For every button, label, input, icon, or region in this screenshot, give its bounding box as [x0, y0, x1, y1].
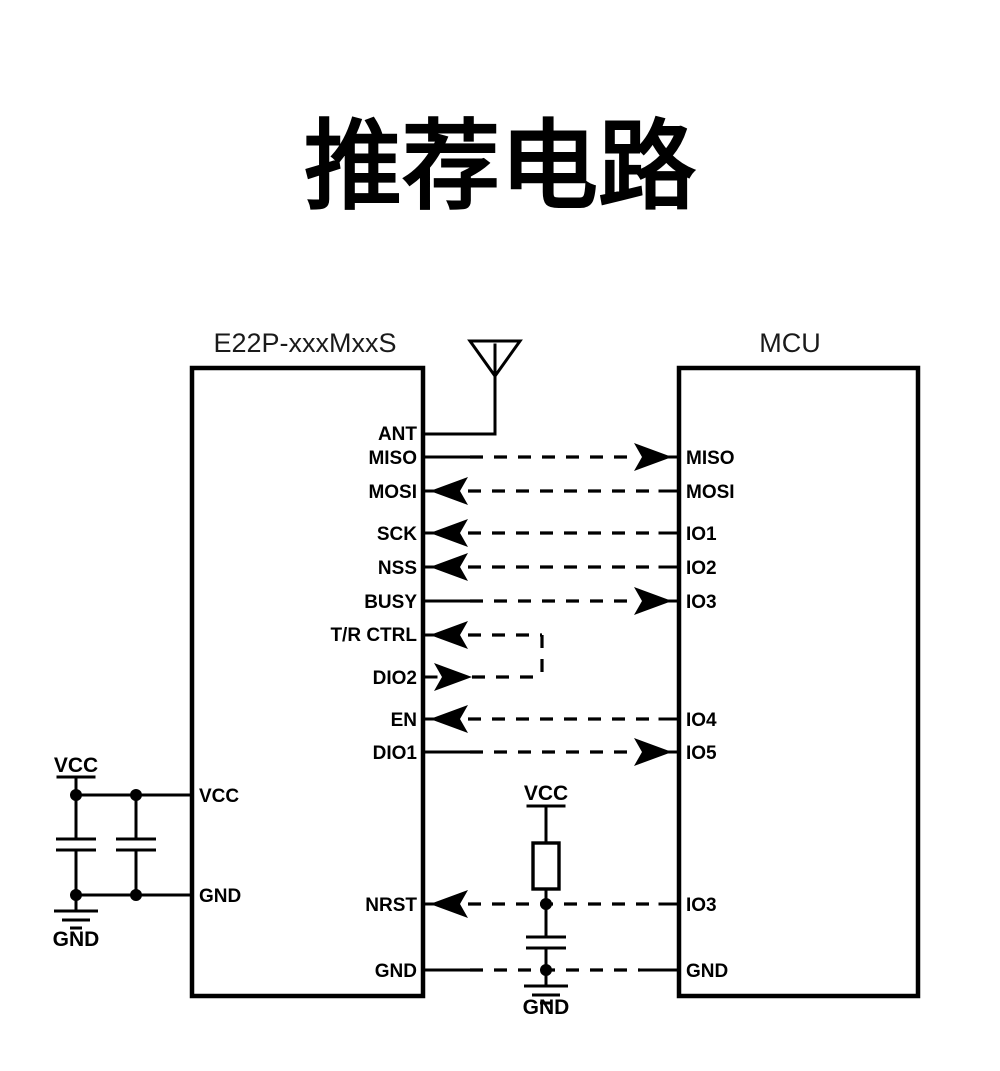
page-title: 推荐电路 [304, 110, 697, 224]
pullup-resistor [531, 841, 561, 891]
module-pin-label-sck: SCK [377, 524, 417, 545]
arrowhead-dio1 [634, 738, 672, 766]
net-nss [421, 553, 681, 581]
module-pin-label-en: EN [391, 710, 417, 731]
mcu-pin-label-mosi: MOSI [686, 482, 735, 503]
arrowhead-miso [634, 443, 672, 471]
module-pin-label-tr-ctrl: T/R CTRL [330, 625, 417, 646]
module-block-title: E22P-xxxMxxS [213, 328, 396, 358]
module-pin-label-gnd-left: GND [199, 886, 241, 907]
mcu-pin-label-io5: IO5 [686, 743, 717, 764]
net-busy [421, 587, 681, 615]
arrowhead-en [430, 705, 468, 733]
module-pin-label-ant: ANT [378, 424, 417, 445]
net-mosi [421, 477, 681, 505]
module-pin-label-vcc: VCC [199, 786, 239, 807]
mcu-pin-label-io1: IO1 [686, 524, 717, 545]
decoupling-network: VCC GND [53, 754, 194, 951]
arrowhead-mosi [430, 477, 468, 505]
arrowhead-busy [634, 587, 672, 615]
net-en [421, 705, 681, 733]
arrowhead-dio2 [434, 663, 472, 691]
reset-network: VCC GND [523, 782, 570, 1019]
arrowhead-nrst [430, 890, 468, 918]
net-sck [421, 519, 681, 547]
junction-dot-vcc-left [70, 789, 82, 801]
module-pin-label-mosi: MOSI [368, 482, 417, 503]
junction-dot-vcc-cap2 [130, 789, 142, 801]
antenna-icon [421, 339, 523, 436]
vcc-label-left: VCC [54, 754, 98, 777]
module-pin-label-gnd: GND [375, 961, 417, 982]
module-pin-label-nss: NSS [378, 558, 417, 579]
gnd-label-mid: GND [523, 996, 570, 1019]
arrowhead-sck [430, 519, 468, 547]
module-pin-label-dio2: DIO2 [373, 668, 417, 689]
mcu-pin-label-gnd: GND [686, 961, 728, 982]
mcu-pin-label-io3: IO3 [686, 592, 717, 613]
arrowhead-tr-ctrl [430, 621, 468, 649]
mcu-pin-label-io3-reset: IO3 [686, 895, 717, 916]
module-pin-label-dio1: DIO1 [373, 743, 418, 764]
module-pin-label-nrst: NRST [365, 895, 417, 916]
gnd-label-left: GND [53, 928, 100, 951]
mcu-body [676, 365, 921, 999]
module-pin-label-busy: BUSY [364, 592, 417, 613]
junction-dot-gnd-cap2 [130, 889, 142, 901]
net-nrst [421, 890, 681, 918]
mcu-block-title: MCU [759, 328, 821, 358]
arrowhead-nss [430, 553, 468, 581]
net-miso [421, 443, 681, 471]
vcc-label-mid: VCC [524, 782, 568, 805]
net-trctrl-dio2-loop [421, 621, 544, 691]
module-body [189, 365, 426, 999]
net-dio1 [421, 738, 681, 766]
mcu-pin-label-miso: MISO [686, 448, 735, 469]
mcu-pin-label-io2: IO2 [686, 558, 717, 579]
module-pin-label-miso: MISO [368, 448, 417, 469]
net-gnd [421, 964, 681, 976]
mcu-pin-label-io4: IO4 [686, 710, 717, 731]
